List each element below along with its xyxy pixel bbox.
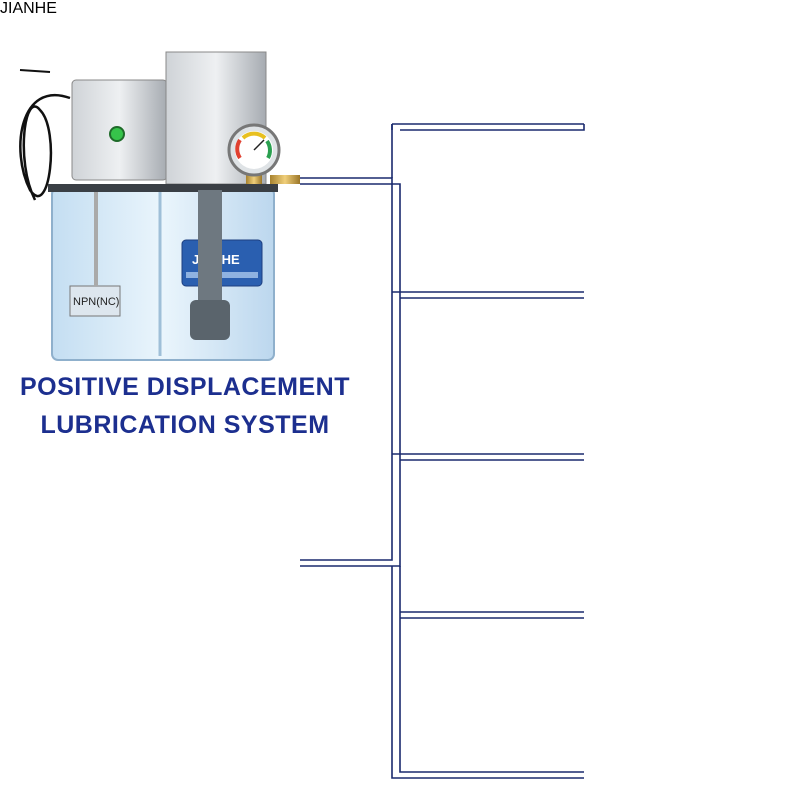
- pump-unit-top: NPN(NC) JIANHE: [19, 51, 300, 361]
- main-trunk-inner: [300, 183, 401, 567]
- branch-2: [400, 291, 584, 299]
- main-trunk-outer: [300, 177, 393, 561]
- mounting-plate: JIANHE: [0, 0, 57, 17]
- controller-housing: JIANHE: [0, 0, 57, 17]
- pump-unit-bottom: JIANHE: [0, 0, 57, 17]
- power-indicator-icon: [109, 126, 125, 142]
- branch-3: [400, 453, 584, 461]
- timer-display: JIANHE: [0, 0, 57, 17]
- brand-text: JIANHE: [0, 0, 57, 17]
- filler-cap: JIANHE: [0, 0, 57, 17]
- title-text-1: POSITIVE DISPLACEMENT: [18, 371, 352, 404]
- pressure-gauge-icon: [227, 123, 281, 192]
- oil-tank: JIANHE: [0, 0, 57, 17]
- pipe-network: [300, 123, 585, 779]
- level-float: [69, 285, 121, 317]
- outlet-fitting: [270, 175, 300, 184]
- pump-housing: JIANHE: [0, 0, 57, 17]
- float-label: NPN(NC): [73, 296, 119, 308]
- title-line-2: LUBRICATION SYSTEM: [0, 409, 370, 442]
- trunk-top-link: [391, 124, 400, 455]
- brand-label: JIANHE: [0, 0, 57, 17]
- power-cable: [19, 94, 71, 201]
- branch-4: [400, 611, 584, 619]
- title-text-2: LUBRICATION SYSTEM: [38, 409, 332, 442]
- outlet-fitting: JIANHE: [0, 0, 57, 17]
- title-line-1: POSITIVE DISPLACEMENT: [0, 371, 370, 404]
- branch-5: [391, 566, 584, 779]
- branch-1: [391, 123, 585, 178]
- filter: [190, 300, 230, 340]
